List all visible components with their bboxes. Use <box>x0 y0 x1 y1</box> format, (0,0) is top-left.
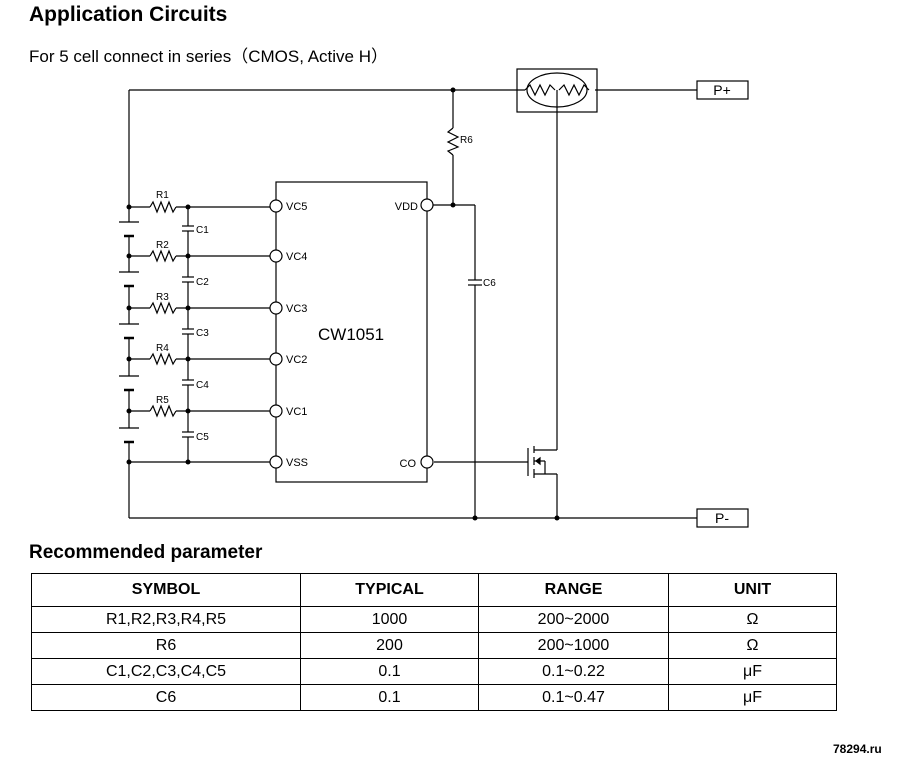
circuit-subtitle: For 5 cell connect in series（CMOS, Activ… <box>29 47 389 66</box>
cell-typical: 0.1 <box>300 658 479 685</box>
parameter-title: Recommended parameter <box>29 542 263 563</box>
table-row: R6 200 200~1000 Ω <box>31 632 837 659</box>
cell-unit: μF <box>668 658 837 685</box>
terminal-p-plus <box>696 80 749 100</box>
pin-vc2: VC2 <box>286 354 307 366</box>
r1-label: R1 <box>156 190 169 201</box>
table-header-row: SYMBOL TYPICAL RANGE UNIT <box>31 573 837 607</box>
mosfet-icon <box>527 446 557 478</box>
terminal-p-minus-label: P- <box>715 510 729 526</box>
pin-vdd: VDD <box>395 201 418 213</box>
table-row: R1,R2,R3,R4,R5 1000 200~2000 Ω <box>31 606 837 633</box>
pin-vss: VSS <box>286 457 308 469</box>
r3-resistor <box>149 301 177 315</box>
cell-range: 200~1000 <box>478 632 669 659</box>
header-symbol: SYMBOL <box>31 573 301 607</box>
cell-symbol: R6 <box>31 632 301 659</box>
c5-label: C5 <box>196 432 209 443</box>
pin-co: CO <box>400 458 417 470</box>
table-row: C6 0.1 0.1~0.47 μF <box>31 684 837 711</box>
circuit-diagram: R1 R2 R3 R4 R5 C1 C2 C3 C4 C5 R6 C6 VC5 … <box>119 68 749 528</box>
cell-typical: 1000 <box>300 606 479 633</box>
r5-label: R5 <box>156 395 169 406</box>
pin-vc5: VC5 <box>286 201 307 213</box>
r1-resistor <box>149 200 177 214</box>
r2-resistor <box>149 249 177 263</box>
cell-typical: 200 <box>300 632 479 659</box>
header-typical: TYPICAL <box>300 573 479 607</box>
c2-label: C2 <box>196 277 209 288</box>
watermark: 78294.ru <box>833 742 882 756</box>
r4-resistor <box>149 352 177 366</box>
pin-vc3: VC3 <box>286 303 307 315</box>
cell-symbol: R1,R2,R3,R4,R5 <box>31 606 301 633</box>
chip-name: CW1051 <box>318 325 384 344</box>
cell-unit: Ω <box>668 632 837 659</box>
c1-label: C1 <box>196 225 209 236</box>
r6-resistor <box>446 127 460 156</box>
cell-symbol: C6 <box>31 684 301 711</box>
r2-label: R2 <box>156 240 169 251</box>
c6-label: C6 <box>483 278 496 289</box>
r6-label: R6 <box>460 135 473 146</box>
cell-range: 0.1~0.47 <box>478 684 669 711</box>
r4-label: R4 <box>156 343 169 354</box>
header-unit: UNIT <box>668 573 837 607</box>
page-title: Application Circuits <box>29 3 228 26</box>
cw1051-chip <box>275 181 428 483</box>
cell-range: 200~2000 <box>478 606 669 633</box>
r5-resistor <box>149 404 177 418</box>
cell-symbol: C1,C2,C3,C4,C5 <box>31 658 301 685</box>
header-range: RANGE <box>478 573 669 607</box>
c3-label: C3 <box>196 328 209 339</box>
terminal-p-minus <box>696 508 749 528</box>
table-row: C1,C2,C3,C4,C5 0.1 0.1~0.22 μF <box>31 658 837 685</box>
cell-typical: 0.1 <box>300 684 479 711</box>
parameter-table: SYMBOL TYPICAL RANGE UNIT R1,R2,R3,R4,R5… <box>31 573 837 711</box>
cell-range: 0.1~0.22 <box>478 658 669 685</box>
pin-vc4: VC4 <box>286 251 307 263</box>
r3-label: R3 <box>156 292 169 303</box>
pin-vc1: VC1 <box>286 406 307 418</box>
cell-unit: Ω <box>668 606 837 633</box>
junction-dots <box>126 87 560 521</box>
c4-label: C4 <box>196 380 209 391</box>
terminal-p-plus-label: P+ <box>713 82 731 98</box>
cell-unit: μF <box>668 684 837 711</box>
